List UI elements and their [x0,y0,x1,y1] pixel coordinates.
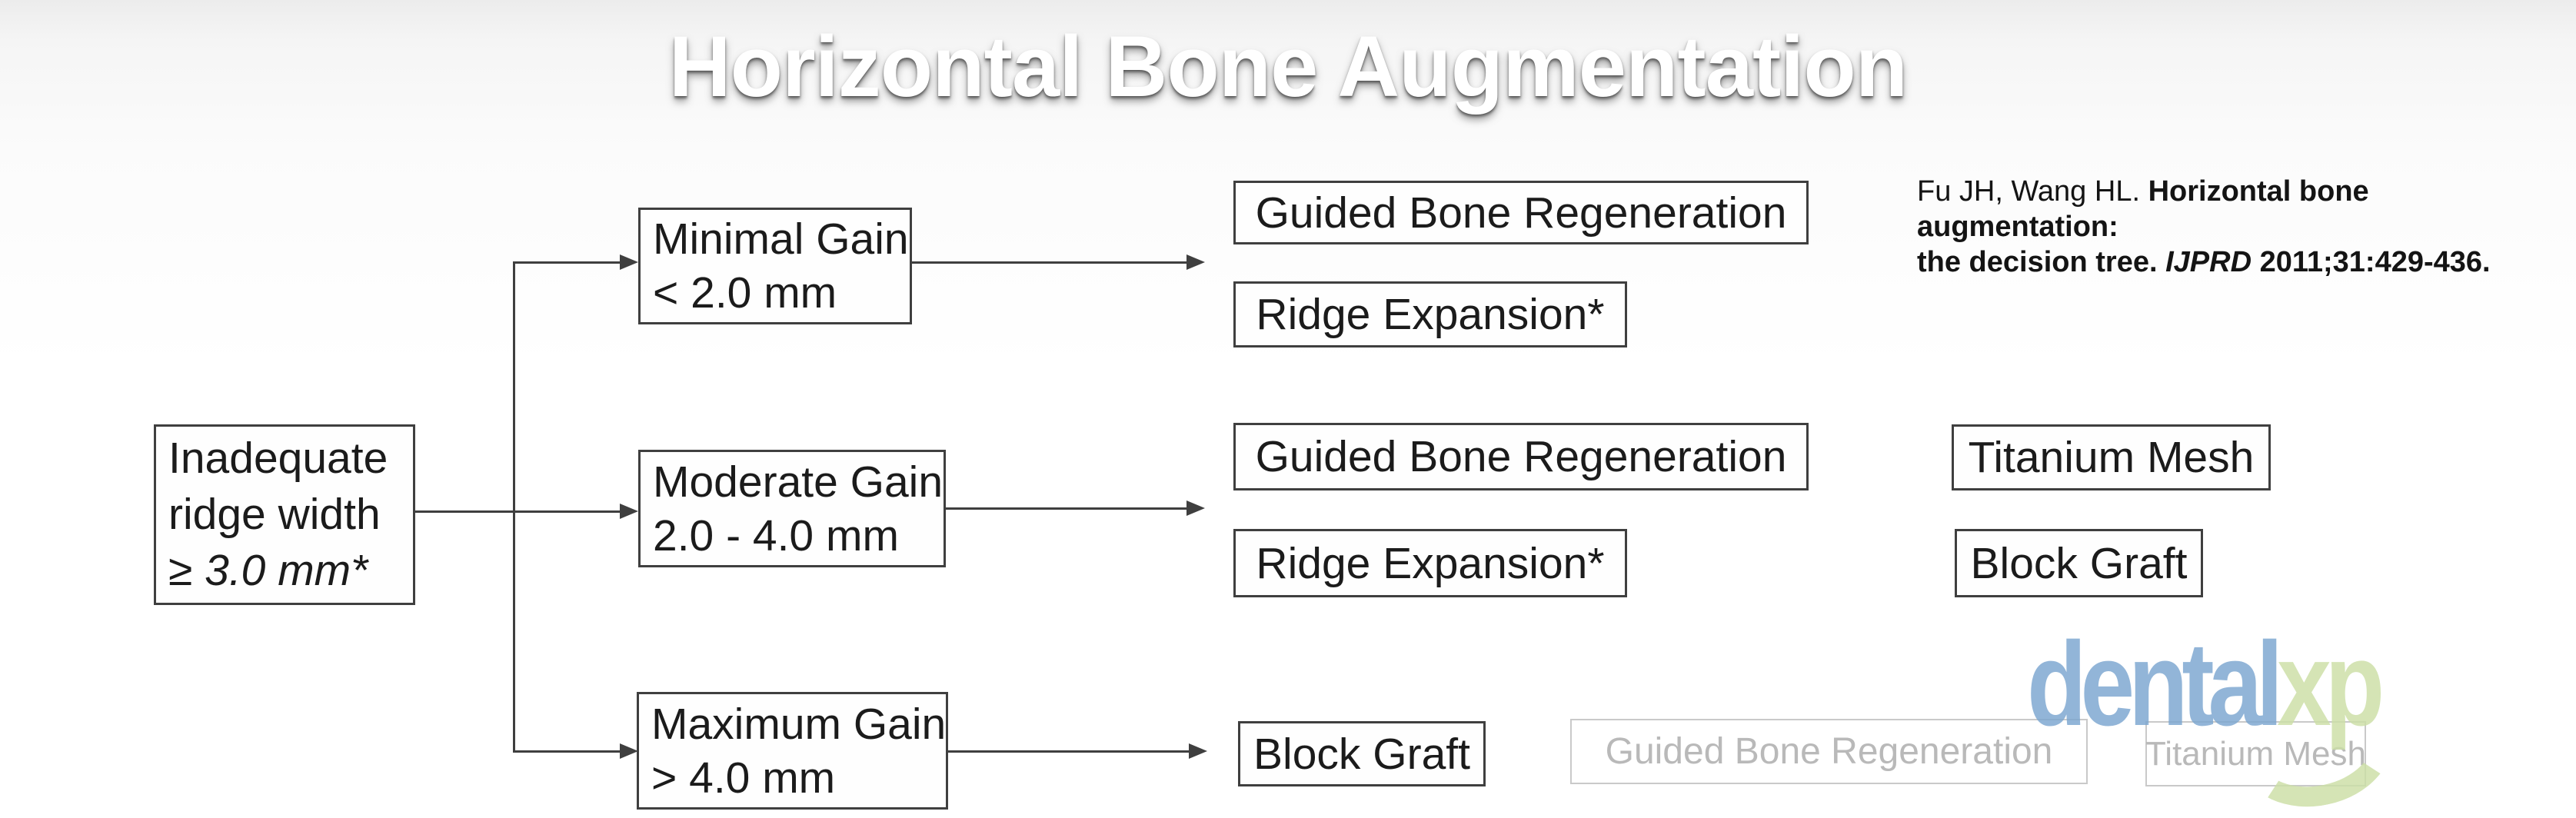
node-ridge-expansion-row1: Ridge Expansion* [1233,281,1627,347]
moderate-gain-line1: Moderate Gain [653,457,944,507]
node-inadequate-ridge-width: Inadequate ridge width ≥ 3.0 mm* [154,424,415,605]
arrowhead-maximum-icon [620,743,638,759]
node-titanium-mesh-row2: Titanium Mesh [1952,424,2271,490]
connector-minimal-to-treatments [912,261,1188,264]
arrowhead-minimal-treatments-icon [1186,254,1205,270]
arrowhead-moderate-icon [620,504,638,519]
node-block-graft-row2: Block Graft [1955,529,2203,597]
root-line1: Inadequate [168,434,388,483]
page-title: Horizontal Bone Augmentation [668,18,1908,115]
node-guided-bone-regeneration-row1: Guided Bone Regeneration [1233,181,1809,244]
minimal-gain-line2: < 2.0 mm [653,268,837,318]
node-minimal-gain: Minimal Gain < 2.0 mm [638,208,912,324]
citation-article-title-2: the decision tree. [1917,246,2166,278]
connector-moderate-to-treatments [946,507,1188,510]
moderate-gain-line2: 2.0 - 4.0 mm [653,510,899,560]
connector-trunk [513,261,515,753]
citation: Fu JH, Wang HL. Horizontal bone augmenta… [1917,174,2571,280]
arrowhead-minimal-icon [620,254,638,270]
node-guided-bone-regeneration-row3-disabled: Guided Bone Regeneration [1570,719,2088,784]
node-titanium-mesh-row3-disabled: Titanium Mesh [2145,721,2366,786]
maximum-gain-line2: > 4.0 mm [651,753,836,803]
citation-journal: IJPRD [2165,246,2252,278]
arrowhead-maximum-treatments-icon [1189,743,1207,759]
node-maximum-gain: Maximum Gain > 4.0 mm [637,692,948,810]
connector-maximum-to-treatments [948,750,1190,753]
node-block-graft-row3: Block Graft [1238,721,1486,786]
citation-authors: Fu JH, Wang HL. [1917,175,2148,208]
connector-trunk-to-maximum [513,750,620,753]
citation-article-title: Horizontal bone augmentation: [1917,175,2369,243]
node-ridge-expansion-row2: Ridge Expansion* [1233,529,1627,597]
node-moderate-gain: Moderate Gain 2.0 - 4.0 mm [638,450,946,567]
root-line2: ridge width [168,490,381,539]
minimal-gain-line1: Minimal Gain [653,214,909,264]
citation-volume: 2011;31:429-436. [2252,246,2491,278]
arrowhead-moderate-treatments-icon [1186,500,1205,516]
maximum-gain-line1: Maximum Gain [651,699,947,749]
node-guided-bone-regeneration-row2: Guided Bone Regeneration [1233,423,1809,490]
root-line3: ≥ 3.0 mm* [168,546,368,595]
connector-root-to-moderate [415,510,620,513]
connector-trunk-to-minimal [513,261,620,264]
